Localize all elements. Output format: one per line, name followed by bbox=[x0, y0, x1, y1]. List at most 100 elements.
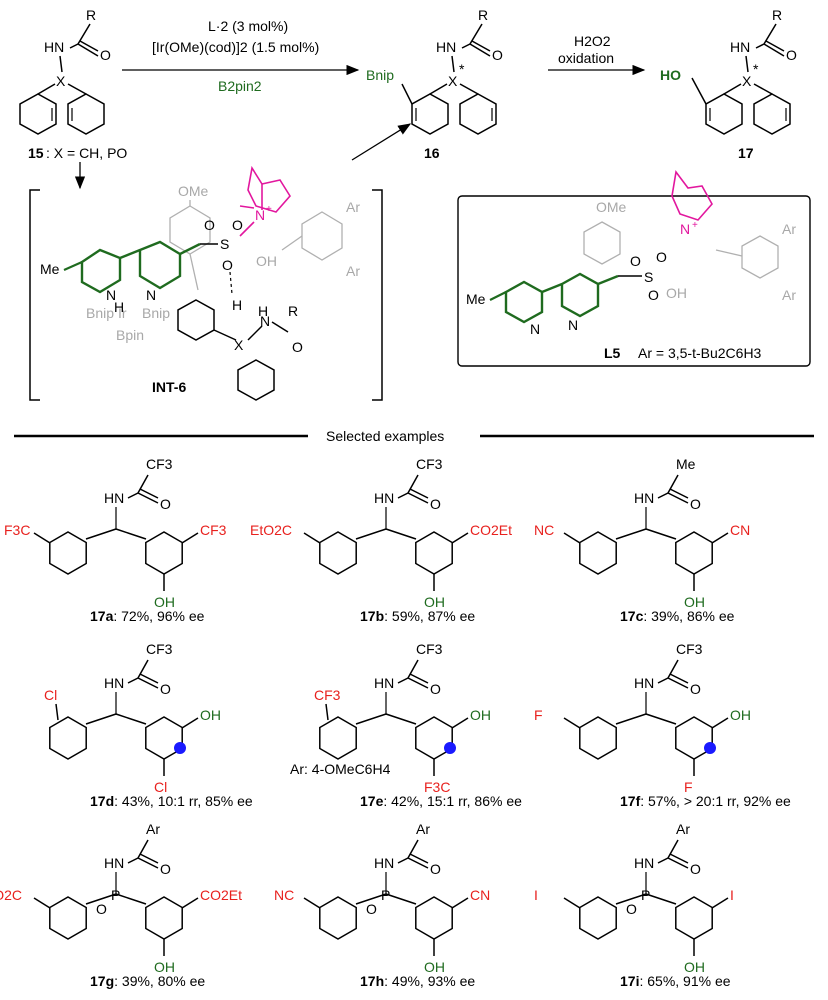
svg-text:O: O bbox=[160, 681, 171, 697]
example-hydroxyl: OH bbox=[154, 959, 175, 975]
reactant-desc: : X = CH, PO bbox=[46, 145, 127, 161]
product-16: R O HN X * Bnip 16 bbox=[366, 7, 503, 161]
svg-text:O: O bbox=[626, 901, 637, 917]
int6-bnip1: Bnip bbox=[86, 305, 114, 321]
example-bottom-substituent: Cl bbox=[154, 779, 167, 795]
int6-o: O bbox=[232, 217, 243, 233]
example-left-substituent: NC bbox=[274, 887, 294, 903]
int6-bnip2: Bnip bbox=[142, 305, 170, 321]
example-hydroxyl: OH bbox=[154, 594, 175, 610]
int6-ar1: Ar bbox=[346, 199, 360, 215]
reactant-x-label: X bbox=[56, 73, 66, 89]
example-left-substituent: CF3 bbox=[314, 687, 341, 703]
svg-text:HN: HN bbox=[104, 490, 124, 506]
l5-ome: OMe bbox=[596, 199, 627, 215]
int6-oh: OH bbox=[256, 253, 277, 269]
section-title: Selected examples bbox=[326, 428, 444, 444]
example-caption: 17a: 72%, 96% ee bbox=[90, 608, 205, 624]
svg-text:HN: HN bbox=[730, 39, 750, 55]
example-17g: ArOHNPOEtO2CCO2EtOH17g: 39%, 80% ee bbox=[0, 821, 242, 989]
svg-text:O: O bbox=[100, 47, 111, 63]
svg-text:O: O bbox=[96, 901, 107, 917]
example-right-substituent: CO2Et bbox=[200, 887, 242, 903]
svg-text:HN: HN bbox=[634, 855, 654, 871]
example-acyl: CF3 bbox=[416, 641, 443, 657]
reactant-label: 15 bbox=[28, 145, 44, 161]
svg-text:O: O bbox=[492, 47, 503, 63]
example-left-substituent: I bbox=[534, 887, 538, 903]
example-acyl: CF3 bbox=[416, 456, 443, 472]
svg-text:O: O bbox=[430, 681, 441, 697]
svg-text:HN: HN bbox=[374, 855, 394, 871]
int6-ome: OMe bbox=[178, 183, 209, 199]
l5-me: Me bbox=[466, 291, 486, 307]
svg-text:O: O bbox=[648, 287, 659, 303]
oxidation-arrow: H2O2 oxidation bbox=[548, 33, 646, 76]
svg-text:O: O bbox=[690, 861, 701, 877]
product16-label: 16 bbox=[424, 145, 440, 161]
svg-text:HN: HN bbox=[634, 490, 654, 506]
product17-ho: HO bbox=[660, 67, 681, 83]
example-acyl: Ar bbox=[416, 821, 430, 837]
conditions-arrow: L·2 (3 mol%) [Ir(OMe)(cod)]2 (1.5 mol%) … bbox=[122, 18, 360, 94]
product-17: R O HN X * HO 17 bbox=[660, 7, 797, 161]
step2-line1: H2O2 bbox=[574, 33, 611, 49]
example-left-substituent: EtO2C bbox=[0, 887, 22, 903]
svg-text:HN: HN bbox=[104, 855, 124, 871]
example-hydroxyl: OH bbox=[684, 594, 705, 610]
example-acyl: Ar bbox=[676, 821, 690, 837]
svg-text:N: N bbox=[568, 317, 578, 333]
svg-text:O: O bbox=[430, 496, 441, 512]
arrow-to-16 bbox=[351, 123, 412, 161]
product16-x: X bbox=[448, 73, 458, 89]
product17-x: X bbox=[742, 73, 752, 89]
product16-star: * bbox=[459, 61, 465, 77]
svg-text:Ar: Ar bbox=[782, 287, 796, 303]
example-left-substituent: F3C bbox=[4, 522, 30, 538]
reactant-nh-label: HN bbox=[44, 39, 64, 55]
l5-ar: Ar bbox=[782, 221, 796, 237]
ar-note: Ar: 4-OMeC6H4 bbox=[290, 761, 391, 777]
product16-bnip: Bnip bbox=[366, 67, 394, 83]
example-hydroxyl: OH bbox=[684, 959, 705, 975]
svg-text:R: R bbox=[772, 7, 782, 23]
reactant-r-label: R bbox=[86, 7, 96, 23]
svg-text:O: O bbox=[204, 217, 215, 233]
int6-complex: OMe Ar Ar N + Me N N S O O O OH H bbox=[29, 165, 383, 401]
step2-line2: oxidation bbox=[558, 50, 614, 66]
example-left-substituent: NC bbox=[534, 522, 554, 538]
example-left-substituent: EtO2C bbox=[250, 522, 292, 538]
svg-text:O: O bbox=[160, 861, 171, 877]
regio-marker bbox=[444, 742, 456, 754]
example-hydroxyl: OH bbox=[424, 594, 445, 610]
example-hydroxyl: OH bbox=[730, 707, 751, 723]
int6-bpin: Bpin bbox=[116, 327, 144, 343]
example-acyl: CF3 bbox=[676, 641, 703, 657]
example-right-substituent: CF3 bbox=[200, 522, 227, 538]
example-left-substituent: F bbox=[534, 707, 543, 723]
svg-text:HN: HN bbox=[104, 675, 124, 691]
svg-text:R: R bbox=[478, 7, 488, 23]
example-hydroxyl: OH bbox=[470, 707, 491, 723]
svg-text:N: N bbox=[530, 321, 540, 337]
svg-text:N: N bbox=[146, 287, 156, 303]
svg-text:N: N bbox=[680, 221, 690, 237]
example-bottom-substituent: F bbox=[684, 779, 693, 795]
example-caption: 17e: 42%, 15:1 rr, 86% ee bbox=[360, 793, 522, 809]
svg-text:P: P bbox=[111, 887, 120, 903]
example-caption: 17b: 59%, 87% ee bbox=[360, 608, 475, 624]
svg-text:O: O bbox=[690, 681, 701, 697]
svg-text:HN: HN bbox=[436, 39, 456, 55]
svg-text:O: O bbox=[160, 496, 171, 512]
example-bottom-substituent: F3C bbox=[424, 779, 450, 795]
svg-text:+: + bbox=[266, 204, 272, 215]
int6-n1: N bbox=[106, 287, 116, 303]
svg-text:HN: HN bbox=[634, 675, 654, 691]
svg-text:R: R bbox=[288, 303, 298, 319]
example-acyl: CF3 bbox=[146, 456, 173, 472]
conditions-line1: L·2 (3 mol%) bbox=[208, 18, 288, 34]
